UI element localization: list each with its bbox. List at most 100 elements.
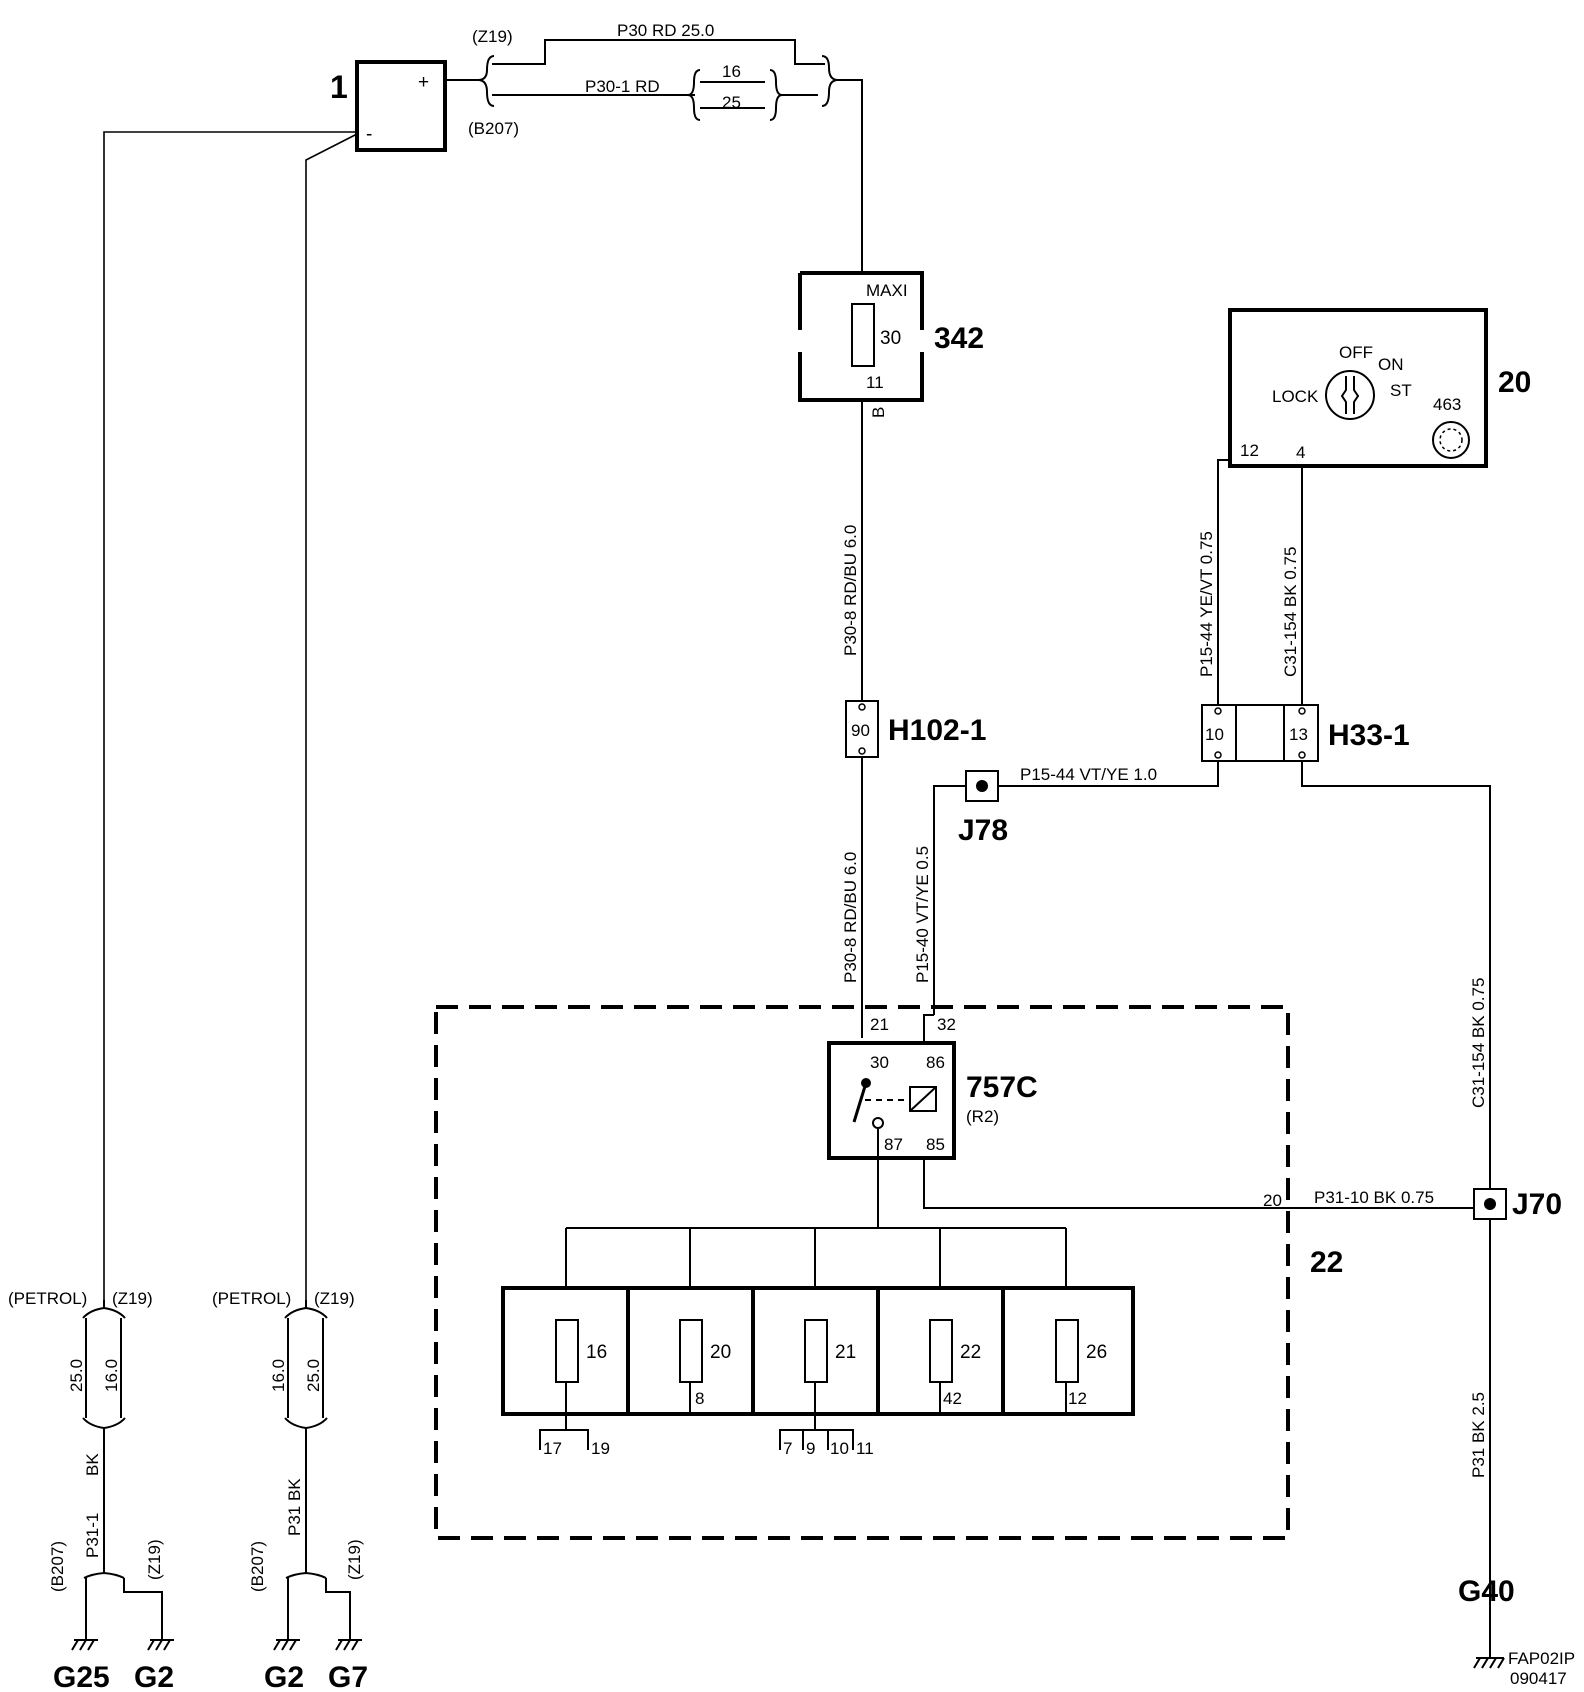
fusebox-pin-21: 21 xyxy=(870,1015,889,1034)
relay-757c[interactable]: 30 86 87 85 757C (R2) xyxy=(827,1014,1038,1160)
label-b207-top: (B207) xyxy=(468,119,519,138)
ground-g40-label: G40 xyxy=(1458,1575,1515,1608)
fuse-21 xyxy=(804,1319,828,1383)
ground-set-2[interactable]: (PETROL) (Z19) 16.0 25.0 P31 BK (B207) (… xyxy=(212,1289,368,1692)
j70-id: J70 xyxy=(1512,1188,1562,1221)
wire-c31-154-b: C31-154 BK 0.75 xyxy=(1469,978,1488,1108)
connector-h102-1[interactable]: 90 H102-1 xyxy=(845,700,986,758)
fusebox-pin-32: 32 xyxy=(937,1015,956,1034)
wire-p31-10: P31-10 BK 0.75 xyxy=(1314,1188,1434,1207)
relay-pin-30: 30 xyxy=(870,1053,889,1072)
maxi-fuse-342[interactable]: MAXI 30 11 342 B xyxy=(798,271,984,418)
wire-p30-1: P30-1 RD xyxy=(585,77,660,96)
g2-size-b: 25.0 xyxy=(304,1359,323,1392)
g1-size-a: 25.0 xyxy=(67,1359,86,1392)
footer-date: 090417 xyxy=(1510,1669,1567,1688)
fuse-block[interactable]: 16 20 21 22 26 8 42 12 xyxy=(501,1286,1135,1416)
fuse-bottom-pins[interactable]: 17 19 7 9 10 11 xyxy=(539,1382,874,1458)
splice-j78[interactable]: J78 xyxy=(958,770,1008,847)
fuse-label-21: 21 xyxy=(835,1342,856,1363)
wire-p30-8-lower: P30-8 RD/BU 6.0 xyxy=(841,852,860,983)
wire-p15-40: P15-40 VT/YE 0.5 xyxy=(913,846,932,983)
g2-size-a: 16.0 xyxy=(269,1359,288,1392)
wire-h102-to-relay[interactable]: P30-8 RD/BU 6.0 xyxy=(841,757,863,1038)
fusebox-22[interactable]: 22 21 32 20 xyxy=(434,1005,1343,1540)
ignition-pos-st: ST xyxy=(1390,381,1412,400)
fuse-pin-42: 42 xyxy=(943,1389,962,1408)
wire-h33-to-j78[interactable]: P15-44 VT/YE 1.0 P15-40 VT/YE 0.5 xyxy=(913,761,1219,1015)
key-cylinder-icon xyxy=(1325,370,1375,420)
fuse-26 xyxy=(1055,1319,1079,1383)
g1-b207: (B207) xyxy=(48,1541,67,1592)
relay-pin-85: 85 xyxy=(926,1135,945,1154)
splice-dot-icon xyxy=(976,780,988,792)
fusebox-id: 22 xyxy=(1310,1246,1343,1279)
h33-pin-10: 10 xyxy=(1205,725,1224,744)
wire-p30-1-size-a: 16 xyxy=(722,62,741,81)
connector-h33-1[interactable]: 10 13 H33-1 xyxy=(1201,704,1410,762)
fuse-label-20: 20 xyxy=(710,1342,731,1363)
wire-ignition-to-h33[interactable]: P15-44 YE/VT 0.75 C31-154 BK 0.75 xyxy=(1197,459,1303,704)
g2-wire: P31 BK xyxy=(285,1478,304,1536)
bottom-pin-9: 9 xyxy=(806,1439,815,1458)
wire-p30: P30 RD 25.0 xyxy=(617,21,714,40)
maxi-fuse-type: MAXI xyxy=(866,281,908,300)
maxi-fuse-pin-b: B xyxy=(869,407,888,418)
j78-id: J78 xyxy=(958,814,1008,847)
fuse-20 xyxy=(679,1319,703,1383)
h102-pin: 90 xyxy=(851,721,870,740)
wire-p15-44-a: P15-44 YE/VT 0.75 xyxy=(1197,531,1216,677)
ground-set-1[interactable]: (PETROL) (Z19) 25.0 16.0 BK P31-1 (B207)… xyxy=(8,1289,174,1692)
ground-g2-b: G2 xyxy=(264,1661,304,1692)
battery-negative-wires[interactable] xyxy=(103,131,358,1300)
relay-output-wires[interactable]: P31-10 BK 0.75 xyxy=(565,1128,1474,1288)
ignition-switch-20[interactable]: LOCK OFF ON ST 463 12 4 20 xyxy=(1228,308,1531,468)
splice-j70[interactable]: J70 xyxy=(1473,1188,1562,1221)
bottom-pin-19: 19 xyxy=(591,1439,610,1458)
battery[interactable]: 1 + - xyxy=(330,60,447,152)
ground-g25: G25 xyxy=(53,1661,110,1692)
wire-maxi-to-h102[interactable]: P30-8 RD/BU 6.0 xyxy=(841,400,863,700)
g2-petrol: (PETROL) xyxy=(212,1289,291,1308)
maxi-fuse-pin: 11 xyxy=(866,373,884,392)
g1-petrol: (PETROL) xyxy=(8,1289,87,1308)
g2-z19-b: (Z19) xyxy=(345,1539,364,1580)
ignition-pos-off: OFF xyxy=(1339,343,1373,362)
ground-g40[interactable]: G40 xyxy=(1458,1575,1515,1669)
bottom-pin-7: 7 xyxy=(783,1439,792,1458)
fuse-22 xyxy=(929,1319,953,1383)
footer-code: FAP02IP xyxy=(1508,1649,1575,1668)
ignition-id: 20 xyxy=(1498,366,1531,399)
fuse-16 xyxy=(555,1319,579,1383)
g1-z19-b: (Z19) xyxy=(145,1539,164,1580)
wire-p30-1-size-b: 25 xyxy=(722,93,741,112)
wire-h33-to-g40[interactable]: C31-154 BK 0.75 P31 BK 2.5 xyxy=(1301,761,1491,1658)
relay-id: 757C xyxy=(966,1071,1038,1104)
bottom-pin-11: 11 xyxy=(856,1439,874,1458)
fuse-label-26: 26 xyxy=(1086,1342,1107,1363)
h33-id: H33-1 xyxy=(1328,719,1410,752)
g1-size-b: 16.0 xyxy=(102,1359,121,1392)
relay-pin-86: 86 xyxy=(926,1053,945,1072)
fusebox-pin-20: 20 xyxy=(1263,1191,1282,1210)
ignition-pos-lock: LOCK xyxy=(1272,387,1319,406)
battery-id: 1 xyxy=(330,69,348,105)
wire-p15-44-b: P15-44 VT/YE 1.0 xyxy=(1020,765,1157,784)
label-z19-top: (Z19) xyxy=(472,27,513,46)
g1-z19: (Z19) xyxy=(112,1289,153,1308)
drawing-footer: FAP02IP 090417 xyxy=(1508,1649,1575,1688)
maxi-fuse-number: 30 xyxy=(880,328,901,349)
ignition-pin-12: 12 xyxy=(1240,441,1259,460)
relay-sub: (R2) xyxy=(966,1107,999,1126)
g2-z19: (Z19) xyxy=(314,1289,355,1308)
g2-b207: (B207) xyxy=(248,1541,267,1592)
battery-positive-cables[interactable]: (Z19) (B207) P30 RD 25.0 P30-1 RD 16 25 xyxy=(445,21,863,272)
g1-wire: P31-1 xyxy=(83,1513,102,1558)
ground-g7: G7 xyxy=(328,1661,368,1692)
relay-switch-contact xyxy=(852,1082,868,1123)
bottom-pin-17: 17 xyxy=(543,1439,562,1458)
fuse-label-16: 16 xyxy=(586,1342,607,1363)
wire-p31-right: P31 BK 2.5 xyxy=(1469,1392,1488,1478)
splice-dot-icon xyxy=(1484,1198,1496,1210)
